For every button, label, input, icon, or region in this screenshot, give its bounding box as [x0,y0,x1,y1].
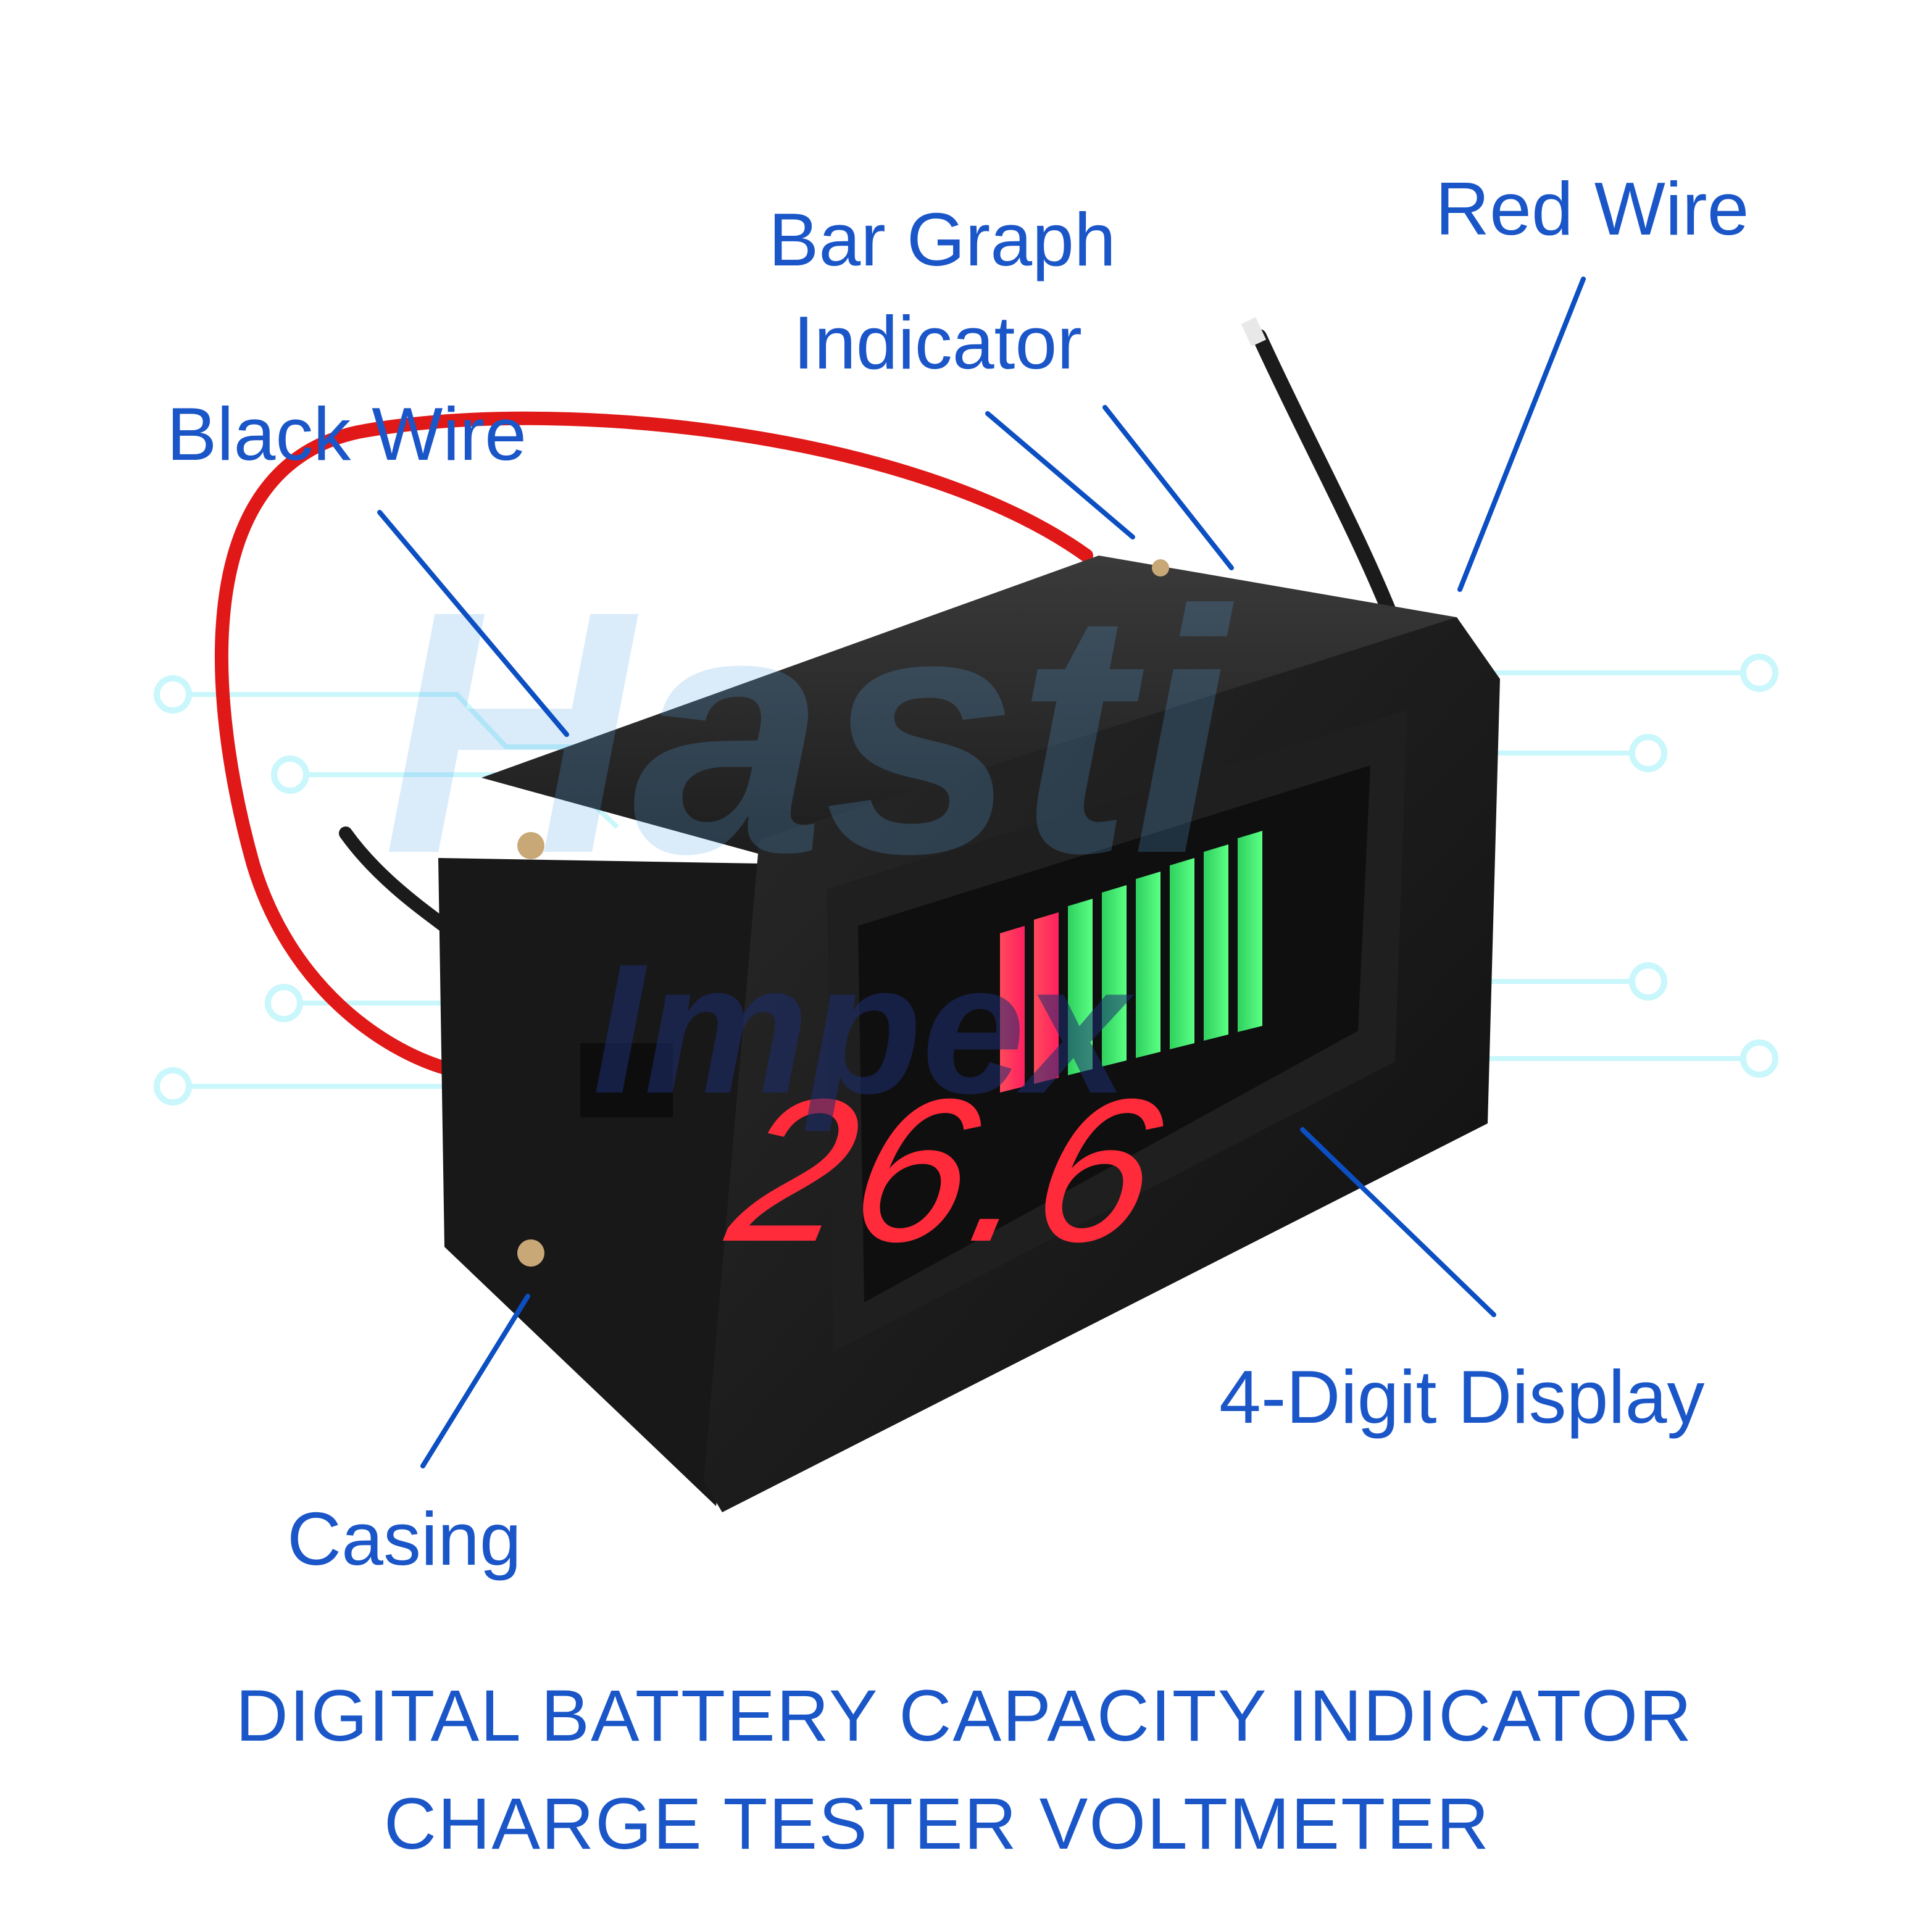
bar-segment-green [1068,899,1093,1075]
bar-segment-green [1238,831,1262,1032]
label-bar-graph-line2: Indicator [793,301,1082,385]
red-wire-cable [215,411,1093,1075]
terminal-screw [517,832,544,859]
leader-black-wire [377,510,569,737]
bar-segment-green [1204,844,1228,1041]
title-line2: CHARGE TESTER VOLTMETER [384,1783,1490,1865]
label-casing: Casing [287,1497,522,1581]
casing-side-face [438,858,796,1506]
label-black-wire: Black Wire [167,392,527,476]
wires [215,317,1409,1075]
label-4-digit-display: 4-Digit Display [1219,1355,1704,1439]
circuit-node [265,984,303,1022]
circuit-node [154,675,192,714]
watermark-line2: Impex [593,925,1135,1133]
leader-bar-graph-1 [985,411,1135,539]
leader-display [1300,1127,1496,1317]
circuit-node [154,1067,192,1105]
terminal-screw [517,1239,544,1267]
black-wire-lower [339,827,451,933]
bar-segment-green [1170,858,1194,1049]
label-red-wire: Red Wire [1435,167,1749,251]
bar-segment-green [1136,872,1160,1058]
callout-labels: Red Wire Bar Graph Indicator Black Wire … [167,167,1749,1581]
circuit-node [1740,1039,1778,1078]
terminal-screw [1152,559,1169,577]
display-reading: 26.6 [712,1056,1185,1284]
bar-graph-indicator [1000,831,1262,1093]
product-title: DIGITAL BATTERY CAPACITY INDICATOR CHARG… [236,1675,1693,1865]
circuit-node [1629,734,1667,772]
leader-lines [377,277,1586,1468]
bar-segment-red [1034,912,1059,1084]
bar-segment-red [1000,926,1025,1093]
watermark: Impex [593,925,1135,1133]
circuit-node [271,756,309,794]
label-bar-graph-line1: Bar Graph [769,198,1116,281]
title-line1: DIGITAL BATTERY CAPACITY INDICATOR [236,1675,1693,1757]
bar-segment-green [1102,885,1127,1067]
watermark-line1: Hasti [383,539,1235,925]
leader-bar-graph-2 [1102,405,1234,570]
leader-casing [420,1294,530,1468]
leader-red-wire [1457,277,1586,592]
black-wire-cable [1252,329,1409,649]
watermark: Hasti [383,539,1235,925]
casing-top-face [481,556,1457,864]
black-wire-tip [1241,317,1267,347]
circuit-node [1629,962,1667,1001]
circuit-node [1740,654,1778,692]
mounting-clip [580,1043,673,1117]
